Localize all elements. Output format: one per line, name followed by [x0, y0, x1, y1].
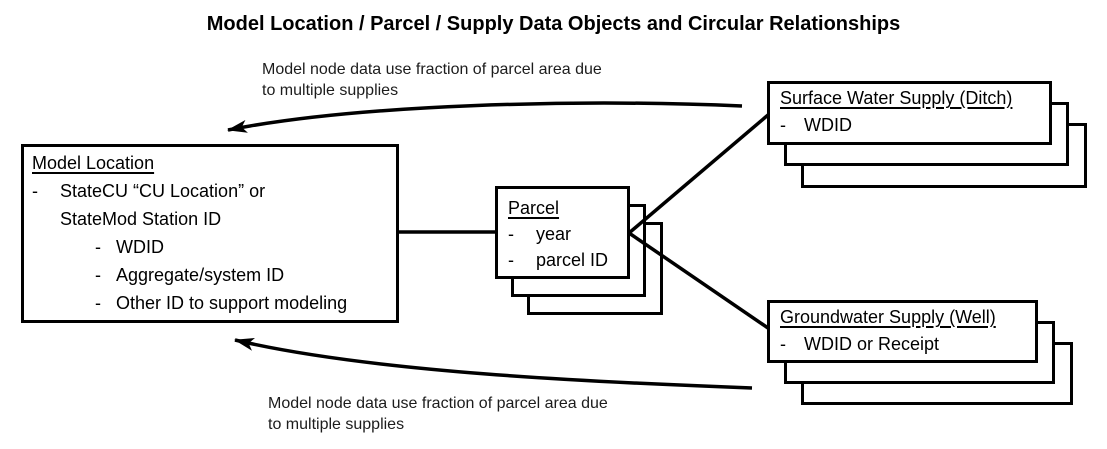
surface-water-supply-title: Surface Water Supply (Ditch) — [780, 88, 1013, 108]
model-location-subitem-text: Aggregate/system ID — [116, 265, 285, 285]
model-location-box: Model Location - StateCU “CU Location” o… — [21, 144, 399, 323]
model-location-subitem: - Other ID to support modeling — [32, 289, 396, 317]
model-location-item: - StateCU “CU Location” or — [32, 177, 396, 205]
parcel-item: - year — [508, 221, 627, 247]
groundwater-supply-box: Groundwater Supply (Well) - WDID or Rece… — [767, 300, 1038, 363]
parcel-box: Parcel - year - parcel ID — [495, 186, 630, 279]
arrow-supply-to-model-top — [227, 101, 743, 133]
groundwater-item-text: WDID or Receipt — [804, 334, 940, 354]
model-location-subitem-text: WDID — [116, 237, 164, 257]
bullet-dash: - — [95, 293, 101, 313]
groundwater-item: - WDID or Receipt — [780, 331, 1035, 358]
parcel-item-text: parcel ID — [536, 250, 609, 270]
surface-water-supply-box: Surface Water Supply (Ditch) - WDID — [767, 81, 1052, 145]
bullet-dash: - — [95, 265, 101, 285]
bullet-dash: - — [95, 237, 101, 257]
surface-water-item-text: WDID — [804, 115, 852, 135]
groundwater-supply-title: Groundwater Supply (Well) — [780, 307, 996, 327]
arrow-supply-to-model-bottom — [234, 338, 753, 390]
annotation-bottom-line2: to multiple supplies — [268, 416, 405, 433]
parcel-title: Parcel — [508, 198, 560, 218]
bullet-dash: - — [780, 334, 786, 354]
annotation-bottom-line1: Model node data use fraction of parcel a… — [268, 395, 608, 412]
model-location-item-text: StateCU “CU Location” or — [60, 181, 266, 201]
model-location-subitem: - WDID — [32, 233, 396, 261]
bullet-dash — [32, 205, 60, 233]
bullet-dash: - — [508, 224, 514, 244]
model-location-title: Model Location — [32, 153, 155, 173]
connector-parcel-to-surface-water — [627, 113, 770, 235]
bullet-dash: - — [508, 250, 514, 270]
annotation-top-line2: to multiple supplies — [262, 82, 399, 99]
model-location-subitem-text: Other ID to support modeling — [116, 293, 348, 313]
annotation-bottom: Model node data use fraction of parcel a… — [268, 393, 608, 435]
bullet-dash: - — [32, 181, 38, 201]
annotation-top: Model node data use fraction of parcel a… — [262, 59, 602, 101]
surface-water-item: - WDID — [780, 112, 1049, 139]
model-location-item-text: StateMod Station ID — [60, 209, 222, 229]
model-location-item: StateMod Station ID — [32, 205, 396, 233]
bullet-dash: - — [780, 115, 786, 135]
model-location-subitem: - Aggregate/system ID — [32, 261, 396, 289]
parcel-item-text: year — [536, 224, 572, 244]
parcel-item: - parcel ID — [508, 247, 627, 273]
annotation-top-line1: Model node data use fraction of parcel a… — [262, 61, 602, 78]
diagram-title: Model Location / Parcel / Supply Data Ob… — [206, 13, 901, 35]
